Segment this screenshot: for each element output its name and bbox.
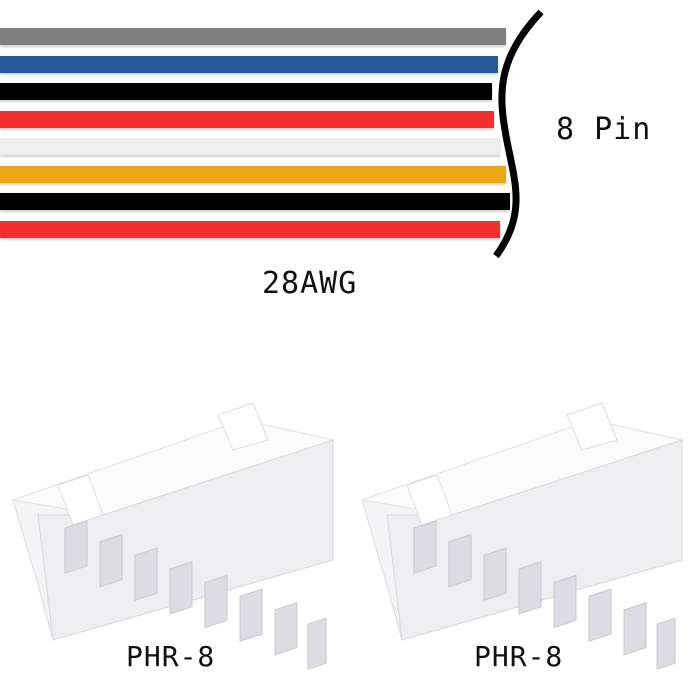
wire-3 xyxy=(0,110,494,128)
wire-2 xyxy=(0,83,492,100)
connector-right-label: PHR-8 xyxy=(474,640,564,673)
wire-7 xyxy=(0,220,500,238)
connector-right xyxy=(361,402,683,670)
wire-0 xyxy=(0,28,506,45)
wire-6 xyxy=(0,193,510,210)
connector-left-label: PHR-8 xyxy=(126,640,216,673)
wire-1 xyxy=(0,55,498,73)
connector-left xyxy=(12,402,334,670)
pin-count-label: 8 Pin xyxy=(556,112,652,147)
wire-4 xyxy=(0,138,500,155)
wire-gauge-label: 28AWG xyxy=(262,266,358,301)
wire-5 xyxy=(0,165,506,183)
